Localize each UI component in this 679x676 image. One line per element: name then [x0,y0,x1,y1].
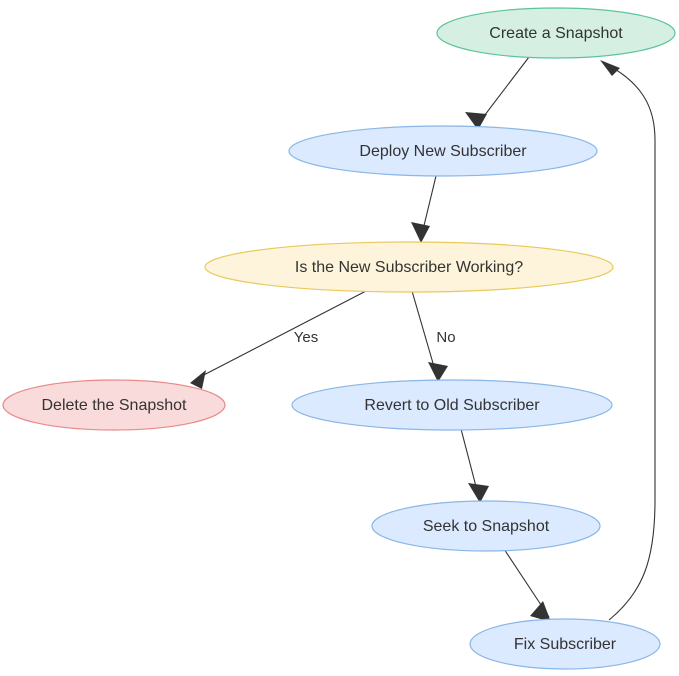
node-revert-to-old-subscriber[interactable]: Revert to Old Subscriber [291,379,613,431]
edge-create-snapshot-to-deploy-new-subscriber [477,56,530,125]
edge-fix-subscriber-to-create-snapshot [605,63,656,621]
node-shape-revert-to-old-subscriber[interactable] [291,379,613,431]
edge-line [411,290,438,378]
node-fix-subscriber[interactable]: Fix Subscriber [469,618,661,670]
edge-label: Yes [294,329,318,346]
arrow-revert-icon [428,362,448,382]
arrow-question-icon [411,222,430,243]
node-shape-delete-the-snapshot[interactable] [2,379,226,431]
edge-line [195,290,367,380]
node-shape-fix-subscriber[interactable] [469,618,661,670]
node-seek-to-snapshot[interactable]: Seek to Snapshot [371,500,601,552]
arrow-delete-icon [190,370,206,389]
node-shape-create-snapshot[interactable] [436,7,676,59]
arrow-deploy-icon [465,112,487,130]
edge-line [477,56,530,125]
edge-label: No [436,329,455,346]
arrow-create-icon [600,60,620,76]
arrow-fix-icon [530,601,551,622]
node-delete-the-snapshot[interactable]: Delete the Snapshot [2,379,226,431]
node-is-new-subscriber-working[interactable]: Is the New Subscriber Working? [204,241,614,293]
node-shape-is-new-subscriber-working[interactable] [204,241,614,293]
node-shape-deploy-new-subscriber[interactable] [288,125,598,177]
node-deploy-new-subscriber[interactable]: Deploy New Subscriber [288,125,598,177]
node-shape-seek-to-snapshot[interactable] [371,500,601,552]
edge-is-new-subscriber-working-to-delete-the-snapshot: Yes [195,290,367,380]
edge-line [605,63,656,621]
arrow-seek-icon [468,483,489,503]
node-create-snapshot[interactable]: Create a Snapshot [436,7,676,59]
arrowhead-layer [190,60,620,622]
